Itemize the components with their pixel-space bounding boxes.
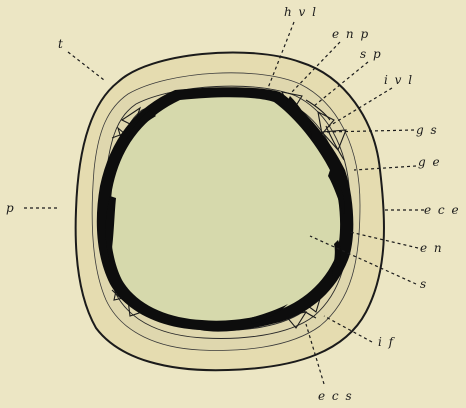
- label-t: t: [58, 37, 64, 51]
- label-p: p: [6, 201, 15, 215]
- label-hvl: h v l: [284, 5, 317, 19]
- label-sp: s p: [360, 47, 382, 61]
- label-enp: e n p: [332, 27, 370, 41]
- label-ivl: i v l: [384, 73, 414, 87]
- label-if: i f: [378, 335, 396, 349]
- label-gs: g s: [416, 123, 438, 137]
- label-en: e n: [420, 241, 443, 255]
- label-ge: g e: [418, 155, 441, 169]
- label-ecs: e c s: [318, 389, 353, 403]
- label-ece: e c e: [424, 203, 460, 217]
- label-s: s: [420, 277, 428, 291]
